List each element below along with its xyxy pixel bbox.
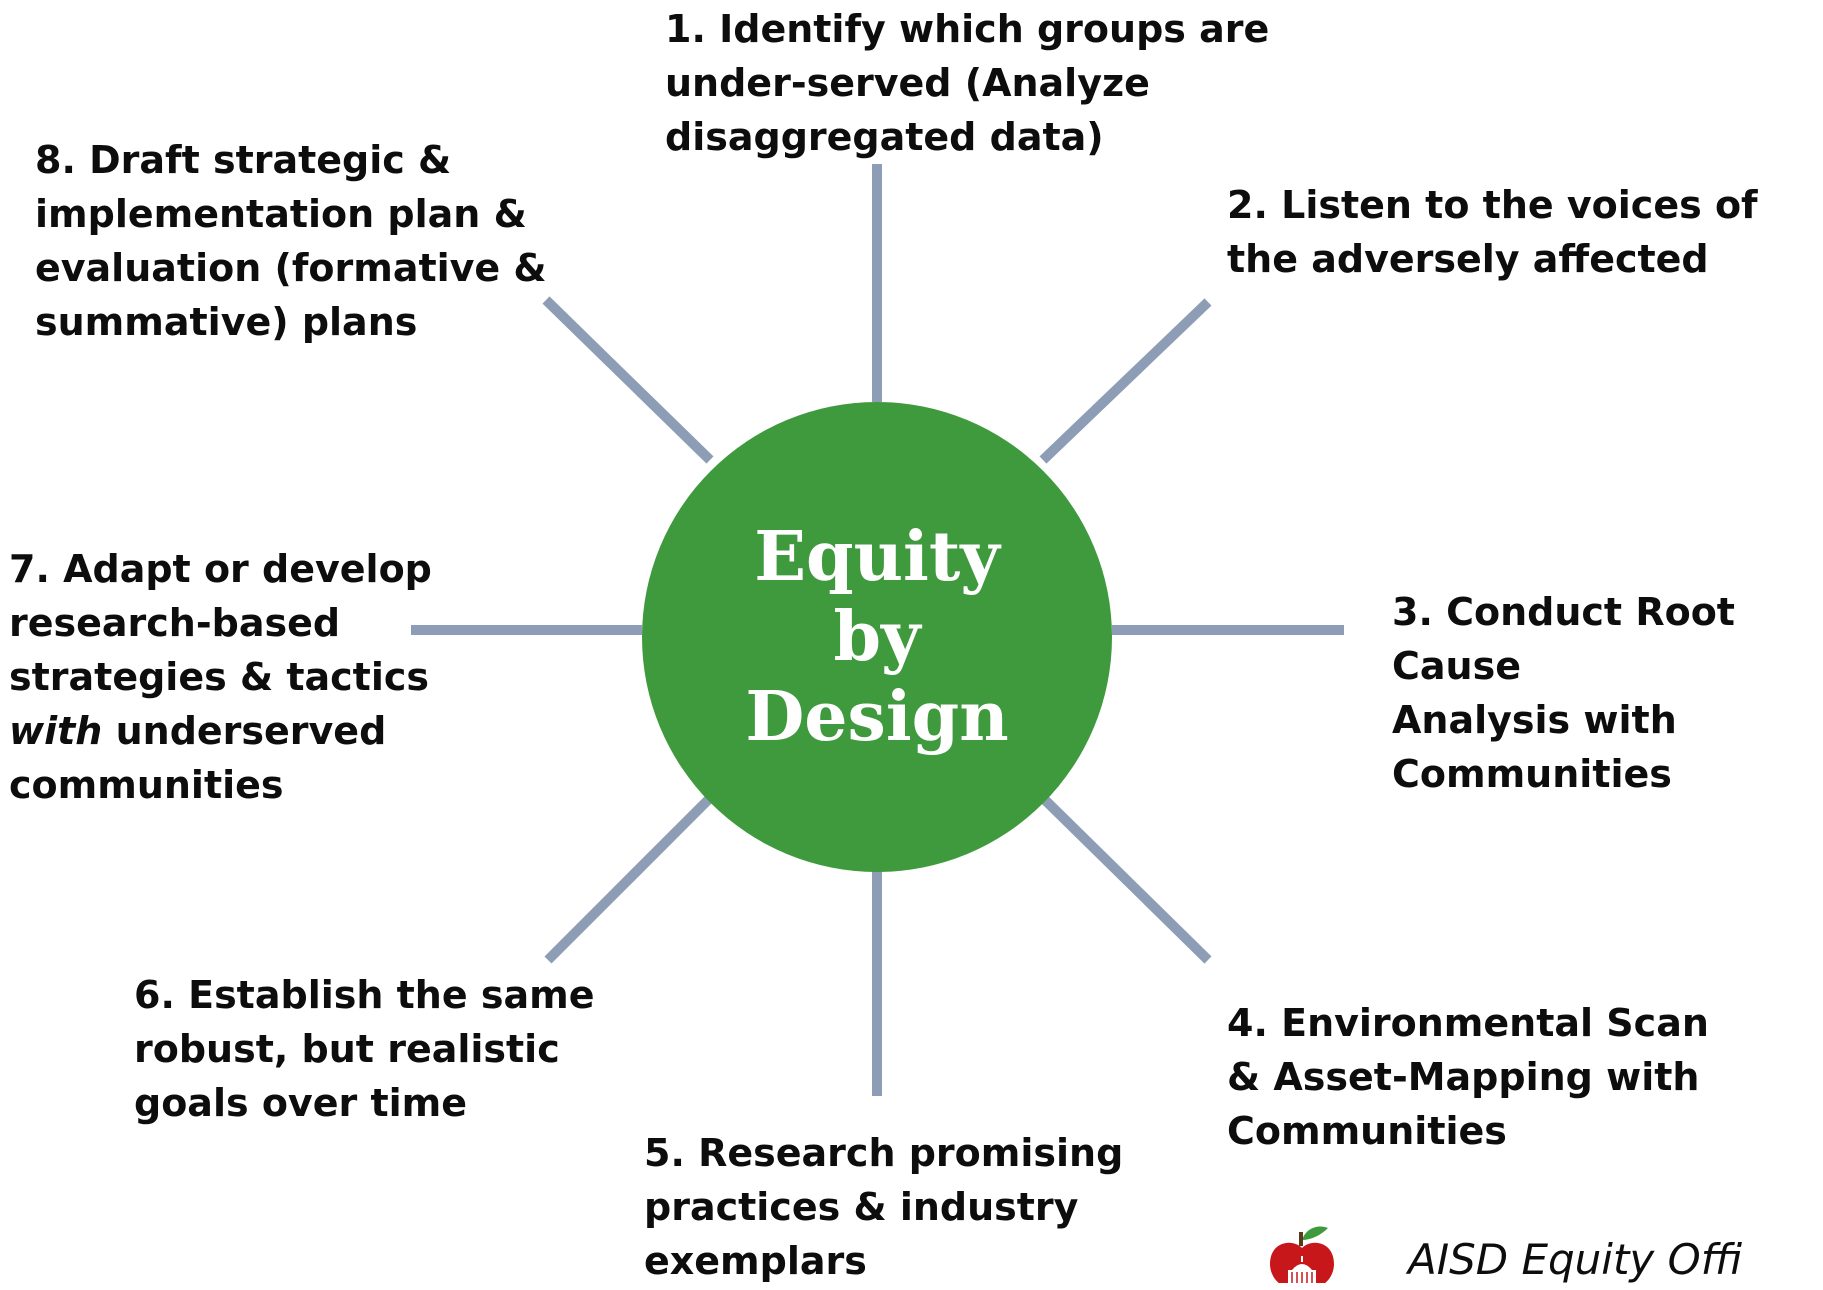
- step-5-line: practices & industry: [644, 1185, 1079, 1229]
- step-5-line: exemplars: [644, 1239, 867, 1283]
- center-circle: Equity by Design: [642, 402, 1112, 872]
- spoke-2: [1039, 298, 1212, 464]
- step-2-line: 2. Listen to the voices of: [1227, 183, 1758, 227]
- step-3-line: 3. Conduct Root Cause: [1392, 590, 1735, 688]
- step-5: 5. Research promising practices & indust…: [644, 1126, 1123, 1288]
- center-title-line: by: [833, 597, 921, 677]
- step-7-italic-word: with: [9, 709, 103, 753]
- step-6-line: goals over time: [134, 1081, 468, 1125]
- step-8: 8. Draft strategic & implementation plan…: [35, 133, 547, 349]
- step-1-line: 1. Identify which groups are: [665, 7, 1270, 51]
- step-3: 3. Conduct Root Cause Analysis with Comm…: [1392, 585, 1823, 801]
- step-7: 7. Adapt or develop research-based strat…: [9, 542, 432, 812]
- center-title: Equity by Design: [727, 517, 1027, 757]
- spoke-8: [542, 296, 714, 464]
- step-2: 2. Listen to the voices of the adversely…: [1227, 178, 1758, 286]
- spoke-6: [544, 794, 714, 964]
- step-6-line: 6. Establish the same: [134, 973, 595, 1017]
- step-4-line: Communities: [1227, 1109, 1507, 1153]
- step-2-line: the adversely affected: [1227, 237, 1709, 281]
- center-title-line: Design: [745, 677, 1009, 757]
- step-5-line: 5. Research promising: [644, 1131, 1124, 1175]
- step-8-line: evaluation (formative &: [35, 246, 547, 290]
- center-title-line: Equity: [754, 517, 1000, 597]
- spoke-4: [1039, 794, 1212, 964]
- step-7-line: research-based: [9, 601, 341, 645]
- step-4-line: 4. Environmental Scan: [1227, 1001, 1709, 1045]
- step-3-line: Analysis with: [1392, 698, 1677, 742]
- step-4: 4. Environmental Scan & Asset-Mapping wi…: [1227, 996, 1709, 1158]
- step-8-line: summative) plans: [35, 300, 418, 344]
- step-1-line: under-served (Analyze: [665, 61, 1150, 105]
- step-1: 1. Identify which groups are under-serve…: [665, 2, 1269, 164]
- step-7-line: communities: [9, 763, 284, 807]
- step-4-line: & Asset-Mapping with: [1227, 1055, 1700, 1099]
- step-3-line: Communities: [1392, 752, 1672, 796]
- step-7-line: with underserved: [9, 704, 432, 758]
- step-7-line: 7. Adapt or develop: [9, 547, 432, 591]
- footer-office-text: AISD Equity Offi: [1408, 1235, 1743, 1284]
- step-8-line: implementation plan &: [35, 192, 527, 236]
- step-8-line: 8. Draft strategic &: [35, 138, 452, 182]
- step-7-line: strategies & tactics: [9, 655, 429, 699]
- apple-capitol-icon: [1262, 1222, 1342, 1283]
- step-6-line: robust, but realistic: [134, 1027, 560, 1071]
- step-1-line: disaggregated data): [665, 115, 1104, 159]
- step-6: 6. Establish the same robust, but realis…: [134, 968, 595, 1130]
- step-7-after-italic: underserved: [102, 709, 387, 753]
